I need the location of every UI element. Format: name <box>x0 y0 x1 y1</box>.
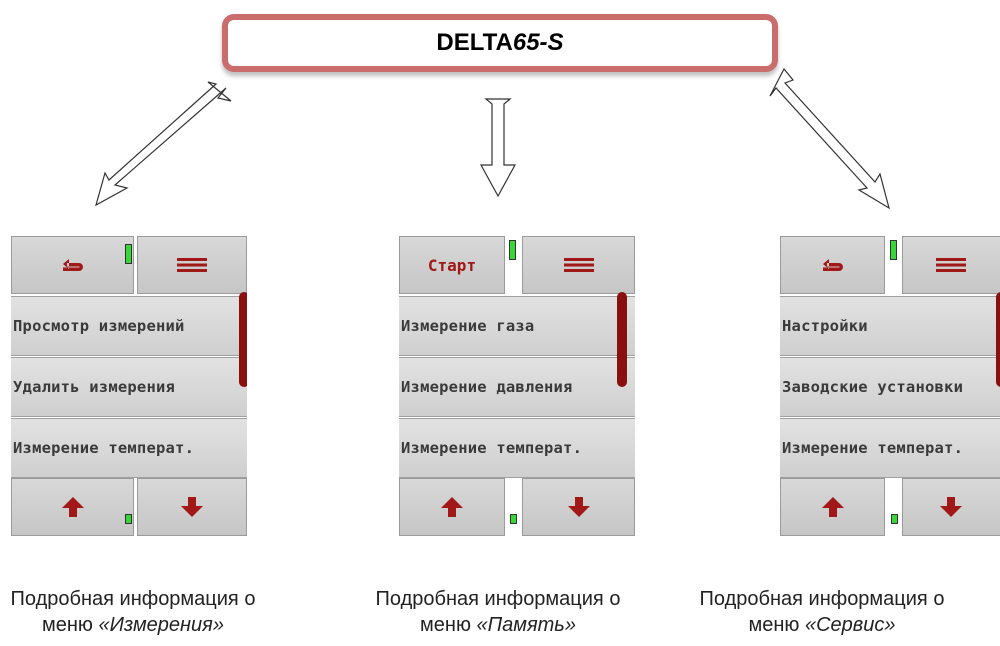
arrow-down-icon <box>181 497 203 517</box>
caption-measurements: Подробная информация о меню «Измерения» <box>0 586 283 638</box>
screen-topbar <box>11 236 247 296</box>
arrow-up-icon <box>61 497 84 517</box>
battery-indicator <box>890 240 897 260</box>
scroll-up-button[interactable] <box>11 478 134 536</box>
battery-indicator-small <box>510 514 517 524</box>
battery-indicator-small <box>125 514 132 524</box>
arrow-to-left-screen <box>95 81 232 207</box>
screen-topbar <box>780 236 1000 296</box>
menu-list: Настройки Заводские установки Измерение … <box>780 296 1000 478</box>
caption-text: Подробная информация о меню <box>375 588 621 636</box>
screen-bottombar <box>780 478 1000 538</box>
caption-menu-name: «Память» <box>476 614 576 636</box>
screen-topbar: Старт <box>399 236 635 296</box>
menu-item[interactable]: Измерение температ. <box>399 418 635 478</box>
menu-icon <box>563 258 594 272</box>
menu-list: Измерение газа Измерение давления Измере… <box>399 296 635 478</box>
caption-text: Подробная информация о меню <box>699 588 945 636</box>
battery-indicator <box>509 240 516 260</box>
screen-bottombar <box>399 478 635 538</box>
menu-list: Просмотр измерений Удалить измерения Изм… <box>11 296 247 478</box>
screen-measurements: Просмотр измерений Удалить измерения Изм… <box>11 236 247 538</box>
caption-memory: Подробная информация о меню «Память» <box>348 586 648 638</box>
menu-item[interactable]: Удалить измерения <box>11 357 247 417</box>
menu-icon <box>177 258 207 272</box>
arrow-up-icon <box>441 497 463 517</box>
menu-item[interactable]: Измерение температ. <box>11 418 247 478</box>
start-button-label: Старт <box>427 255 477 275</box>
back-button[interactable] <box>11 236 134 294</box>
scroll-down-button[interactable] <box>137 478 247 536</box>
menu-item[interactable]: Заводские установки <box>780 357 1000 417</box>
menu-button[interactable] <box>902 236 1000 294</box>
arrow-up-icon <box>821 497 844 517</box>
scroll-down-button[interactable] <box>522 478 635 536</box>
arrow-down-icon <box>940 497 962 517</box>
device-title-suffix: 65-S <box>512 29 564 56</box>
arrow-to-center-screen <box>479 98 517 198</box>
start-button[interactable]: Старт <box>399 236 505 294</box>
battery-indicator-small <box>891 514 898 524</box>
scroll-up-button[interactable] <box>780 478 885 536</box>
scrollbar[interactable] <box>239 292 247 387</box>
screen-memory: Старт Измерение газа Измерение давления … <box>399 236 635 538</box>
screen-service: Настройки Заводские установки Измерение … <box>780 236 1000 538</box>
back-arrow-icon <box>822 259 843 271</box>
arrow-to-right-screen <box>769 67 890 210</box>
menu-icon <box>936 258 966 272</box>
back-button[interactable] <box>780 236 885 294</box>
menu-item[interactable]: Просмотр измерений <box>11 296 247 356</box>
device-title-main: DELTA <box>436 29 513 56</box>
menu-button[interactable] <box>522 236 635 294</box>
screen-bottombar <box>11 478 247 538</box>
menu-item[interactable]: Измерение температ. <box>780 418 1000 478</box>
scroll-down-button[interactable] <box>902 478 1000 536</box>
menu-item[interactable]: Настройки <box>780 296 1000 356</box>
menu-button[interactable] <box>137 236 247 294</box>
caption-menu-name: «Сервис» <box>804 614 896 636</box>
battery-indicator <box>125 244 132 264</box>
back-arrow-icon <box>62 259 83 271</box>
caption-text: Подробная информация о меню <box>10 588 256 636</box>
scrollbar[interactable] <box>996 292 1000 387</box>
scroll-up-button[interactable] <box>399 478 505 536</box>
scrollbar[interactable] <box>617 292 627 387</box>
caption-menu-name: «Измерения» <box>98 614 224 636</box>
menu-item[interactable]: Измерение давления <box>399 357 635 417</box>
menu-item[interactable]: Измерение газа <box>399 296 635 356</box>
caption-service: Подробная информация о меню «Сервис» <box>672 586 972 638</box>
arrow-down-icon <box>567 497 590 517</box>
